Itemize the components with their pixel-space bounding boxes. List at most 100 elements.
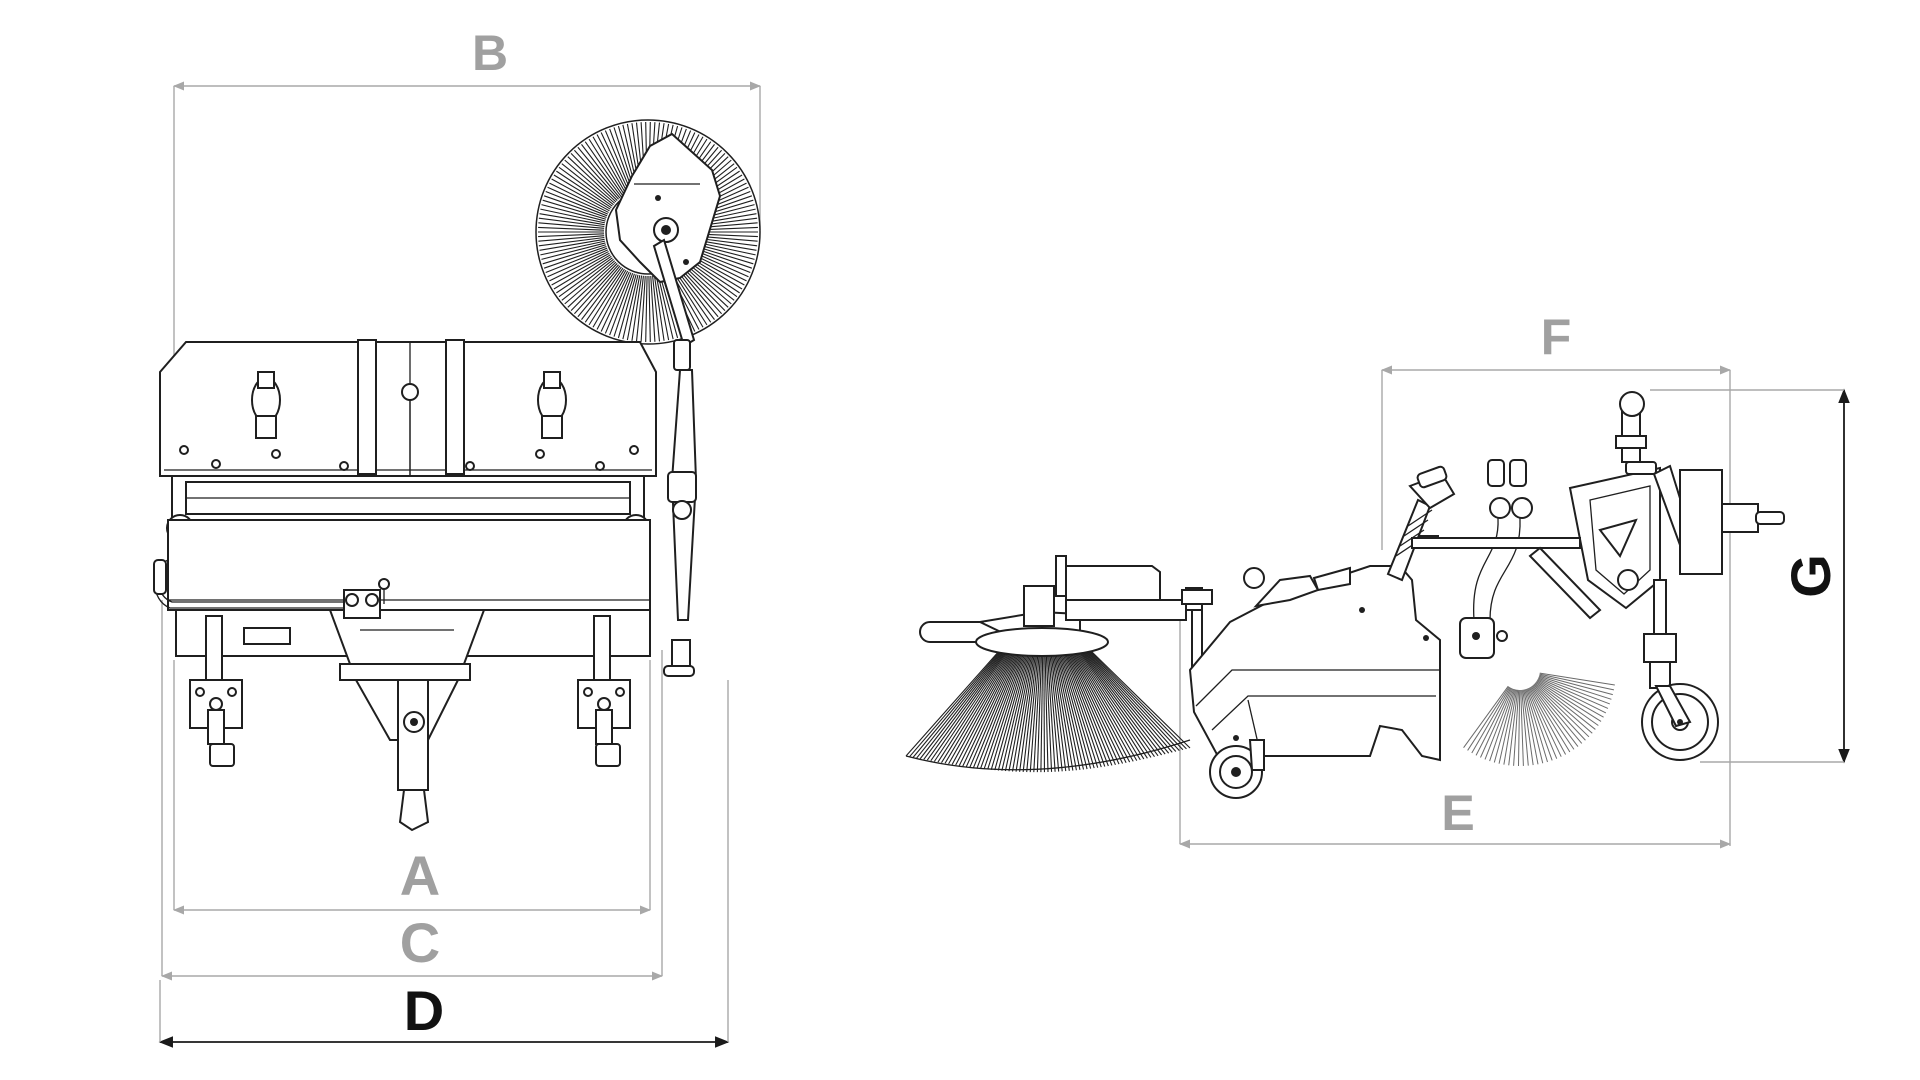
- bristle: [1475, 687, 1512, 756]
- bristle: [556, 170, 612, 209]
- bristle: [655, 275, 670, 341]
- bristle: [600, 132, 630, 193]
- bristle: [609, 273, 634, 336]
- bristle: [1068, 649, 1124, 764]
- hydraulic-valves-side: [1459, 459, 1533, 659]
- bolt-row: [179, 445, 639, 471]
- bristle: [941, 649, 1012, 763]
- bristle: [972, 649, 1022, 768]
- bristle: [588, 268, 625, 326]
- bristle: [1072, 649, 1138, 761]
- bristle: [543, 245, 607, 269]
- bristle: [1467, 686, 1510, 751]
- bristle: [1078, 649, 1155, 757]
- bristle: [541, 242, 606, 260]
- bristle: [1523, 689, 1539, 765]
- bristle: [588, 138, 625, 196]
- bristle: [1530, 686, 1575, 750]
- bristle: [564, 159, 616, 204]
- side-view: F E G: [905, 309, 1850, 849]
- bristle: [1040, 649, 1044, 773]
- hitch-front: [328, 578, 486, 832]
- dimension-label-d: D: [404, 979, 444, 1042]
- bristle: [538, 233, 605, 238]
- dimension-g: G: [1650, 388, 1850, 764]
- bristle: [1538, 677, 1609, 709]
- bristle: [1088, 649, 1187, 750]
- bristle: [1054, 649, 1081, 770]
- bristle: [1033, 649, 1042, 773]
- bristle: [916, 649, 1004, 759]
- bristle: [1524, 689, 1544, 764]
- bristle: [553, 254, 611, 290]
- bristle: [994, 649, 1029, 771]
- bristle: [919, 649, 1005, 760]
- bristle: [1087, 649, 1184, 751]
- bristle: [1082, 649, 1170, 754]
- bristle: [1052, 649, 1074, 771]
- rear-frame-side: [1411, 391, 1785, 761]
- bristle: [912, 649, 1003, 758]
- bristle: [545, 247, 608, 274]
- bristle: [962, 649, 1019, 767]
- bristle: [538, 235, 605, 242]
- bristle: [1498, 689, 1517, 764]
- bristle: [558, 166, 613, 207]
- bristle: [652, 275, 661, 342]
- bristle: [1539, 674, 1613, 696]
- bristle: [1051, 649, 1070, 771]
- bristle: [1001, 649, 1031, 771]
- bristle: [542, 244, 607, 265]
- bristle: [965, 649, 1020, 767]
- bristle: [1531, 685, 1579, 747]
- bristle: [573, 264, 619, 315]
- bristle: [645, 275, 648, 342]
- bristle: [933, 649, 1010, 762]
- dimension-label-f: F: [1541, 309, 1572, 365]
- bristle: [551, 178, 610, 212]
- bristle: [1471, 687, 1511, 754]
- bristle: [1528, 687, 1562, 757]
- bristle: [1061, 649, 1102, 768]
- bristle: [1538, 676, 1610, 705]
- bristle: [1493, 689, 1516, 763]
- bristle: [1048, 649, 1063, 772]
- bristle: [543, 195, 607, 219]
- bristle: [1060, 649, 1099, 768]
- bristle: [1539, 673, 1615, 691]
- bristle: [976, 649, 1024, 769]
- bristle: [613, 273, 635, 337]
- bristle: [1526, 688, 1553, 761]
- bristle: [538, 236, 605, 247]
- bristle: [653, 275, 665, 341]
- bristle: [1463, 685, 1509, 748]
- bristle: [1066, 649, 1120, 765]
- dimension-label-a: A: [400, 844, 440, 907]
- bristle: [538, 226, 605, 231]
- bristle: [1537, 679, 1604, 718]
- bristle: [1029, 649, 1040, 773]
- bristle: [553, 174, 611, 210]
- bristle: [626, 275, 641, 341]
- bristle: [1076, 649, 1148, 759]
- bristle: [539, 238, 605, 251]
- bristle: [1074, 649, 1145, 760]
- bristle: [909, 649, 1002, 758]
- dimension-d: D: [158, 680, 730, 1048]
- caster-right-front: [577, 615, 631, 767]
- bristle: [1011, 649, 1035, 772]
- bristle: [1071, 649, 1134, 762]
- bristle: [937, 649, 1011, 763]
- bristle: [538, 222, 605, 229]
- sweeper-body-front: [153, 339, 657, 657]
- bristle: [1079, 649, 1159, 757]
- sweeper-body-side: [1188, 565, 1441, 799]
- dimension-f: F: [1380, 309, 1732, 846]
- bristle: [558, 257, 613, 298]
- bristle: [980, 649, 1025, 769]
- dimension-label-g: G: [1779, 554, 1842, 598]
- bristle: [604, 272, 632, 334]
- bristle: [944, 649, 1013, 764]
- dimension-b: B: [172, 25, 762, 360]
- bristle: [1534, 682, 1593, 734]
